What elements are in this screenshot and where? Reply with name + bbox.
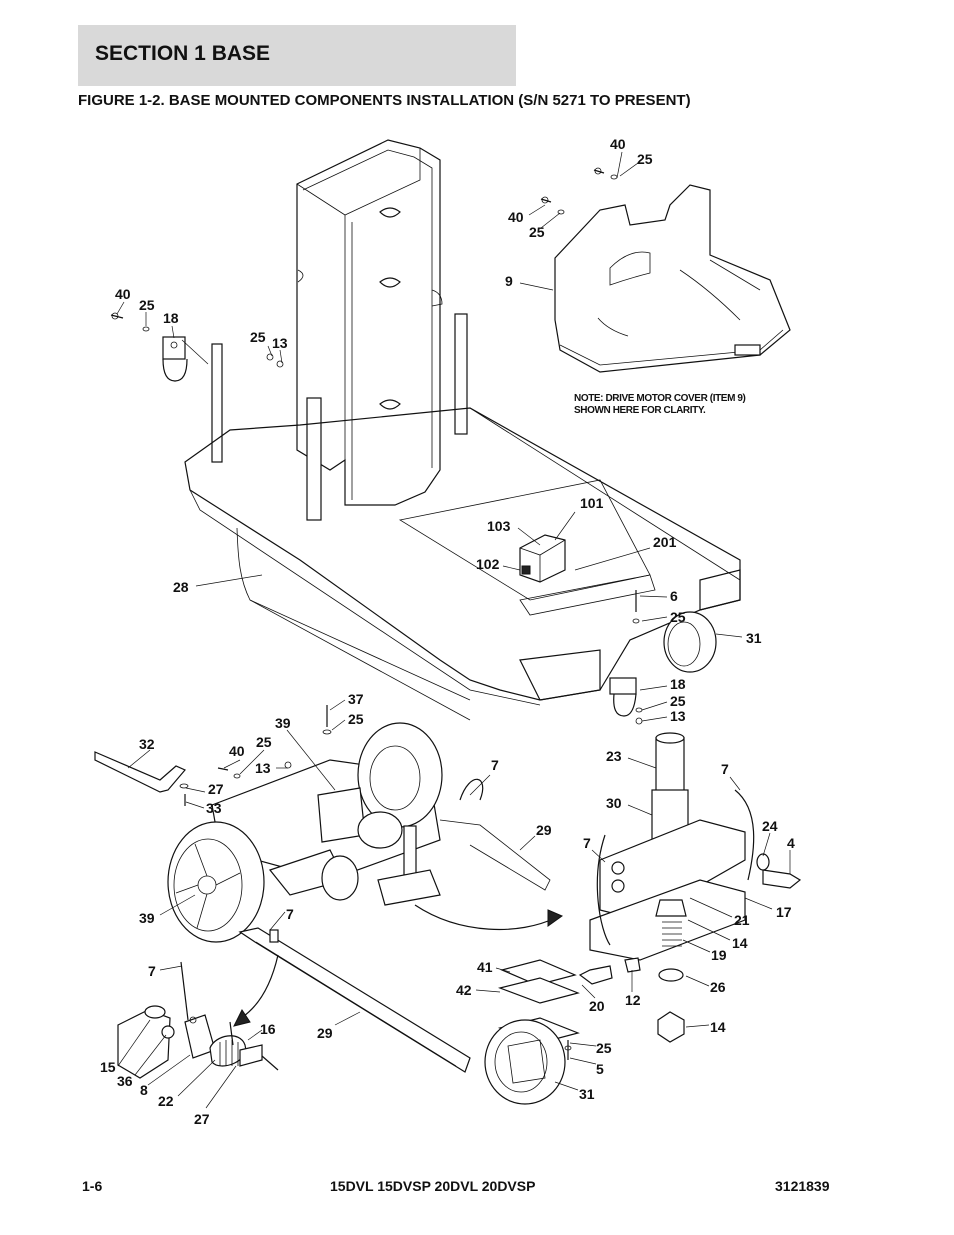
callout-25: 25 — [348, 711, 364, 727]
callout-40: 40 — [610, 136, 626, 152]
callout-17: 17 — [776, 904, 792, 920]
callout-25: 25 — [250, 329, 266, 345]
callout-39: 39 — [275, 715, 291, 731]
callout-7: 7 — [583, 835, 591, 851]
figure-title: FIGURE 1-2. BASE MOUNTED COMPONENTS INST… — [78, 92, 691, 109]
callout-25: 25 — [637, 151, 653, 167]
callout-42: 42 — [456, 982, 472, 998]
base-frame — [184, 407, 741, 721]
note-line-1: NOTE: DRIVE MOTOR COVER (ITEM 9) — [574, 393, 746, 404]
steering-column — [578, 732, 802, 1043]
callout-37: 37 — [348, 691, 364, 707]
callout-102: 102 — [476, 556, 500, 572]
page-number: 1-6 — [82, 1178, 103, 1194]
callout-39: 39 — [139, 910, 155, 926]
callout-33: 33 — [206, 800, 222, 816]
callout-18: 18 — [670, 676, 686, 692]
callout-7: 7 — [721, 761, 729, 777]
callout-201: 201 — [653, 534, 677, 550]
controller-box — [519, 534, 566, 583]
callout-103: 103 — [487, 518, 511, 534]
callout-9: 9 — [505, 273, 513, 289]
assembly-arrow-left — [237, 954, 279, 1021]
note-line-2: SHOWN HERE FOR CLARITY. — [574, 405, 706, 416]
callout-22: 22 — [158, 1093, 174, 1109]
hook-bracket — [162, 336, 188, 382]
callout-101: 101 — [580, 495, 604, 511]
callout-36: 36 — [117, 1073, 133, 1089]
callout-5: 5 — [596, 1061, 604, 1077]
callout-25: 25 — [256, 734, 272, 750]
section-title: SECTION 1 BASE — [95, 42, 271, 65]
axle-parts — [117, 961, 279, 1079]
callout-25: 25 — [596, 1040, 612, 1056]
steering-bar — [94, 751, 186, 793]
callout-24: 24 — [762, 818, 778, 834]
callout-25: 25 — [670, 609, 686, 625]
callout-7: 7 — [148, 963, 156, 979]
callout-20: 20 — [589, 998, 605, 1014]
callout-13: 13 — [670, 708, 686, 724]
callout-40: 40 — [229, 743, 245, 759]
mast-channel — [296, 139, 443, 506]
callout-6: 6 — [670, 588, 678, 604]
arrow-head-left — [233, 1009, 251, 1027]
callout-26: 26 — [710, 979, 726, 995]
left-bracket — [211, 343, 223, 463]
callout-31: 31 — [746, 630, 762, 646]
rear-wheel-upper — [663, 611, 717, 673]
center-bracket — [306, 397, 322, 521]
callout-25: 25 — [529, 224, 545, 240]
callout-19: 19 — [711, 947, 727, 963]
callout-16: 16 — [260, 1021, 276, 1037]
callout-13: 13 — [255, 760, 271, 776]
callout-28: 28 — [173, 579, 189, 595]
cover-fasteners — [110, 167, 643, 725]
callout-18: 18 — [163, 310, 179, 326]
callout-40: 40 — [508, 209, 524, 225]
callout-30: 30 — [606, 795, 622, 811]
leader-lines — [116, 151, 791, 1109]
callout-21: 21 — [734, 912, 750, 928]
arrow-head-right — [547, 909, 564, 927]
callout-4: 4 — [787, 835, 795, 851]
callout-7: 7 — [286, 906, 294, 922]
callout-23: 23 — [606, 748, 622, 764]
assembly-arrow-right — [414, 904, 556, 930]
callout-8: 8 — [140, 1082, 148, 1098]
callout-31: 31 — [579, 1086, 595, 1102]
callout-13: 13 — [272, 335, 288, 351]
model-list: 15DVL 15DVSP 20DVL 20DVSP — [330, 1178, 536, 1194]
callout-25: 25 — [670, 693, 686, 709]
callout-27: 27 — [194, 1111, 210, 1127]
callout-14: 14 — [732, 935, 748, 951]
right-bracket — [454, 313, 468, 435]
document-number: 3121839 — [775, 1178, 830, 1194]
callout-32: 32 — [139, 736, 155, 752]
callout-15: 15 — [100, 1059, 116, 1075]
callout-41: 41 — [477, 959, 493, 975]
callout-40: 40 — [115, 286, 131, 302]
callout-12: 12 — [625, 992, 641, 1008]
lower-beam — [238, 927, 471, 1073]
cover-note: NOTE: DRIVE MOTOR COVER (ITEM 9) SHOWN H… — [574, 393, 746, 416]
drive-unit — [211, 722, 551, 906]
callout-14: 14 — [710, 1019, 726, 1035]
section-header: SECTION 1 BASE — [78, 25, 516, 86]
callout-27: 27 — [208, 781, 224, 797]
callout-labels: 40 25 40 25 9 40 25 18 25 13 101 103 201… — [100, 136, 795, 1127]
callout-7: 7 — [491, 757, 499, 773]
caster-assembly — [484, 959, 580, 1105]
drive-motor-cover — [554, 184, 791, 373]
callout-25: 25 — [139, 297, 155, 313]
callout-29: 29 — [536, 822, 552, 838]
drive-wheel — [167, 821, 265, 943]
callout-29: 29 — [317, 1025, 333, 1041]
hook-bracket-lower — [609, 677, 637, 717]
